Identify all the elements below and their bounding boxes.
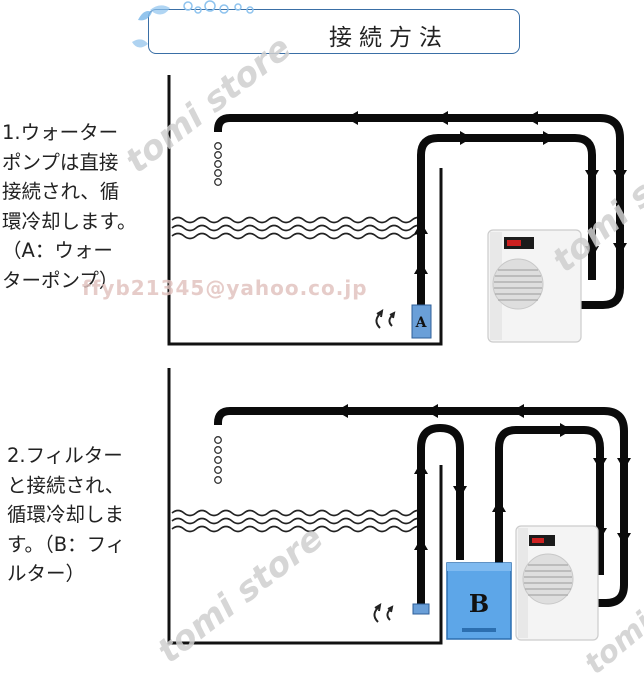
filter-b-label: B xyxy=(469,589,489,618)
intake-flow-icon xyxy=(375,309,396,329)
supply-pipe-1 xyxy=(417,134,596,310)
page-title: 接続方法 xyxy=(329,25,449,51)
outlet-bubbles-1 xyxy=(214,142,222,186)
pump-a-label: A xyxy=(415,315,428,331)
intake-flow-icon-2 xyxy=(373,603,394,623)
outlet-bubbles-2 xyxy=(214,436,222,484)
submersible-pump-2 xyxy=(412,603,430,615)
water-surface-1 xyxy=(171,216,425,240)
filter-b xyxy=(446,562,512,640)
caption-water-pump: 1.ウォーター ポンプは直接 接続され、循 環冷却します。 （A：ウォー ターポ… xyxy=(2,121,137,292)
filter-to-chiller-pipe xyxy=(495,426,604,575)
chiller-unit-1 xyxy=(487,229,582,343)
watermark-email: ffyb21345@yahoo.co.jp xyxy=(82,276,368,300)
water-surface-2 xyxy=(171,509,425,533)
caption-filter: 2.フィルター と接続され、 循環冷却しま す。（B：フィ ルター） xyxy=(7,444,126,585)
tank-1 xyxy=(167,75,443,346)
title-banner: 接続方法 xyxy=(148,9,520,54)
pump-to-filter-pipe xyxy=(417,424,464,606)
return-pipe-1 xyxy=(214,114,624,309)
flow-arrows-1 xyxy=(346,111,627,274)
return-pipe-2 xyxy=(214,407,628,607)
tank-2 xyxy=(167,368,443,645)
bubble-decoration-icon xyxy=(132,0,254,48)
connection-diagram: A xyxy=(132,0,631,645)
chiller-unit-2 xyxy=(515,525,599,641)
water-pump-a xyxy=(411,304,432,339)
